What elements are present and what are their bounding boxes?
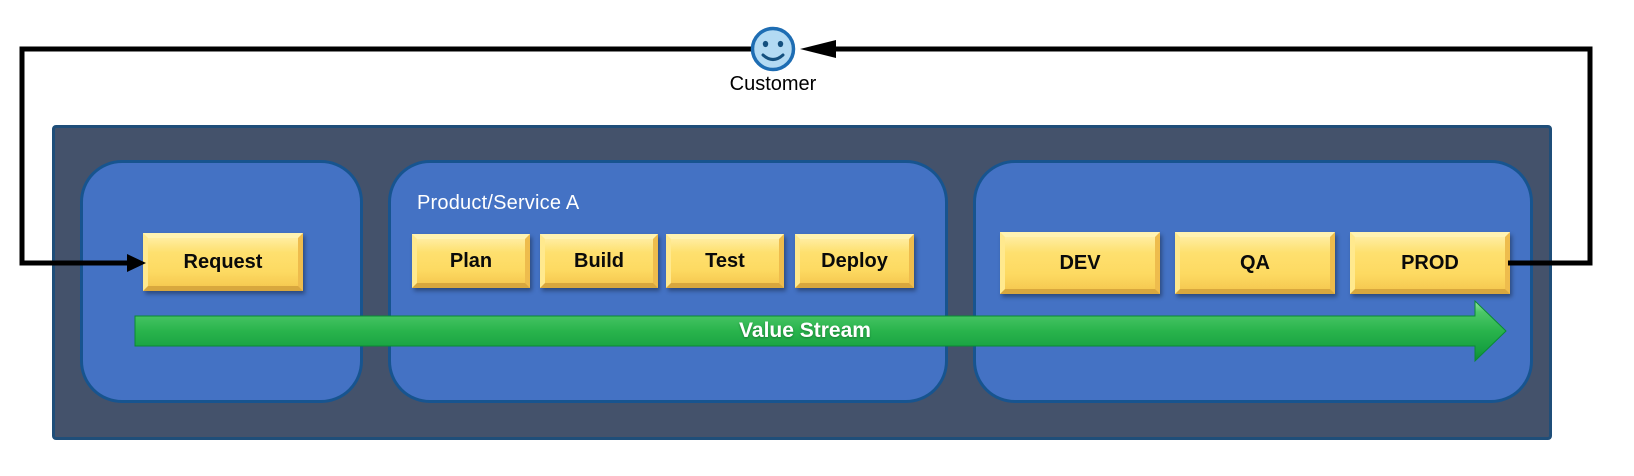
arrowhead-right-icon bbox=[127, 254, 146, 272]
stage-box-deploy: Deploy bbox=[795, 234, 914, 288]
stage-box-request: Request bbox=[143, 233, 303, 291]
stage-box-dev: DEV bbox=[1000, 232, 1160, 294]
feedback-arrow-to-customer bbox=[800, 40, 1593, 266]
stage-box-plan: Plan bbox=[412, 234, 530, 288]
customer-label: Customer bbox=[729, 73, 817, 95]
arrowhead-left-icon bbox=[800, 40, 836, 58]
stage-box-qa: QA bbox=[1175, 232, 1335, 294]
stage-box-test: Test bbox=[666, 234, 784, 288]
customer-smiley-icon bbox=[750, 26, 796, 72]
product-service-label: Product/Service A bbox=[417, 192, 580, 214]
stage-box-build: Build bbox=[540, 234, 658, 288]
feedback-arrow-to-request bbox=[19, 46, 753, 272]
value-stream-arrow-shape bbox=[134, 299, 1507, 363]
value-stream-label: Value Stream bbox=[739, 318, 871, 342]
stage-box-prod: PROD bbox=[1350, 232, 1510, 294]
